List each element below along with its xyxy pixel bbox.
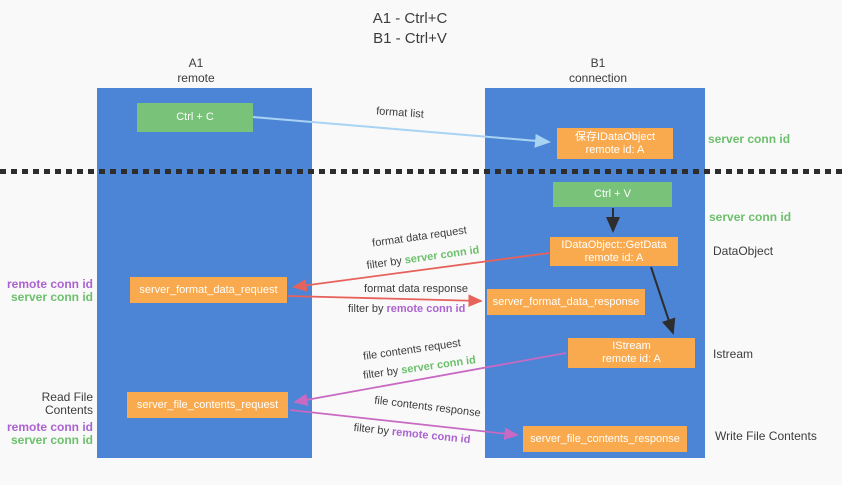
getdata-line1: IDataObject::GetData [561, 238, 667, 251]
left-conn-id-labels-bottom: Read File Contents remote conn id server… [0, 391, 93, 447]
save-dataobject-line2: remote id: A [585, 143, 645, 156]
server-format-data-response-box: server_format_data_response [487, 289, 645, 315]
column-a1-role: remote [177, 71, 215, 85]
format-data-response-label: format data response [364, 283, 468, 295]
column-header-b1: B1 connection [538, 56, 658, 86]
session-divider-dotted-line [0, 169, 842, 174]
save-dataobject-line1: 保存IDataObject [574, 130, 656, 143]
server-conn-id-filter-text: server conn id [403, 244, 481, 267]
istream-side-label: Istream [713, 347, 754, 361]
server-file-contents-request-box: server_file_contents_request [127, 392, 288, 418]
write-file-contents-label: Write File Contents [715, 429, 817, 443]
istream-box: IStream remote id: A [568, 338, 695, 368]
file-response-label: server_file_contents_response [530, 432, 680, 445]
remote-conn-id-label-bottom: remote conn id [6, 420, 93, 434]
ctrl-v-box: Ctrl + V [553, 182, 672, 207]
column-header-a1: A1 remote [136, 56, 256, 86]
ctrl-c-box: Ctrl + C [137, 103, 253, 132]
title-line-2: B1 - Ctrl+V [373, 30, 447, 47]
diagram-title: A1 - Ctrl+C B1 - Ctrl+V [330, 9, 490, 49]
column-a1-name: A1 [188, 56, 204, 70]
getdata-line2: remote id: A [584, 251, 644, 264]
filter-by-text: filter by [362, 365, 400, 382]
ctrl-c-label: Ctrl + C [176, 111, 214, 123]
save-dataobject-box: 保存IDataObject remote id: A [557, 128, 673, 159]
server-conn-id-label-top: server conn id [708, 132, 791, 146]
format-request-label: server_format_data_request [139, 283, 278, 296]
filter-by-text: filter by [348, 303, 384, 315]
column-b1-role: connection [568, 71, 628, 85]
remote-conn-id-label-top: remote conn id [6, 277, 93, 291]
format-response-label: server_format_data_response [492, 295, 640, 308]
filter-by-text: filter by [353, 421, 390, 438]
file-contents-response-label: file contents response [373, 394, 482, 420]
column-b1-name: B1 [590, 56, 606, 70]
server-file-contents-response-box: server_file_contents_response [523, 426, 687, 452]
left-conn-id-labels-top: remote conn id server conn id [0, 278, 93, 304]
istream-line1: IStream [612, 340, 651, 352]
istream-line2: remote id: A [602, 353, 661, 365]
file-request-label: server_file_contents_request [136, 398, 279, 411]
remote-conn-id-filter-text: remote conn id [386, 303, 466, 315]
idataobject-getdata-box: IDataObject::GetData remote id: A [550, 237, 678, 266]
server-conn-id-filter-text: server conn id [400, 354, 477, 377]
server-format-data-request-box: server_format_data_request [130, 277, 287, 303]
read-file-contents-label: Read File Contents [41, 390, 93, 417]
dataobject-label: DataObject [713, 244, 774, 258]
format-list-label: format list [375, 105, 425, 121]
server-conn-id-label-left-top: server conn id [10, 290, 93, 304]
filter-by-text: filter by [365, 255, 403, 272]
ctrl-v-label: Ctrl + V [594, 188, 631, 200]
remote-conn-id-filter-text: remote conn id [391, 425, 471, 447]
format-data-response-arrow [287, 294, 483, 307]
title-line-1: A1 - Ctrl+C [372, 10, 448, 27]
server-conn-id-label-left-bottom: server conn id [10, 433, 93, 447]
server-conn-id-label-mid: server conn id [709, 210, 792, 224]
